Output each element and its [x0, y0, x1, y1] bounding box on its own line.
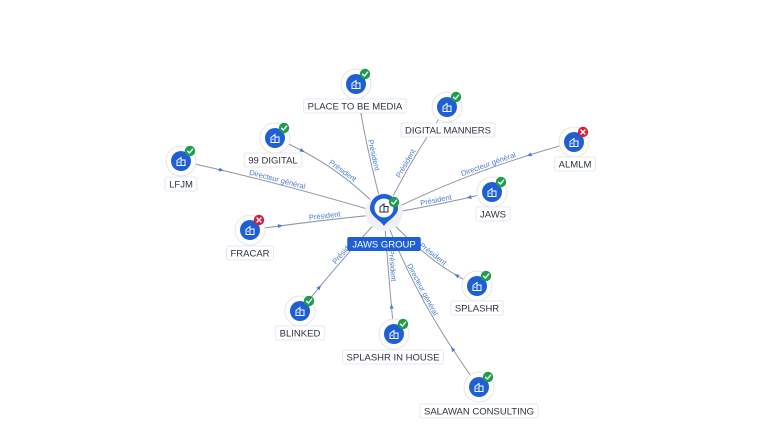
check-icon	[480, 270, 492, 282]
company-icon	[270, 133, 280, 143]
node-label-box	[342, 349, 444, 365]
edge-arrow-jaws	[466, 194, 472, 199]
edge-label-salawan-consulting: Directeur général	[405, 262, 440, 317]
check-icon	[303, 295, 315, 307]
node-digital-manners[interactable]: DIGITAL MANNERS	[400, 91, 496, 138]
edge-label-digital-manners: Président	[394, 147, 418, 180]
node-label: LFJM	[169, 180, 193, 191]
center-label: JAWS GROUP	[352, 240, 416, 251]
node-label-box	[225, 245, 275, 261]
check-icon	[359, 68, 371, 80]
edge-blinked	[299, 213, 385, 312]
node-label-box	[303, 98, 407, 114]
node-label: 99 DIGITAL	[248, 156, 297, 167]
check-icon	[495, 176, 507, 188]
check-icon	[278, 122, 290, 134]
edge-label-splashr: Président	[418, 241, 449, 268]
node-label-box	[275, 325, 325, 341]
company-icon	[245, 225, 255, 235]
node-label-box	[243, 152, 303, 168]
edge-arrow-almlm	[526, 152, 533, 157]
edge-lfjm	[180, 160, 385, 215]
edge-arrow-99-digital	[299, 147, 305, 153]
node-label-box	[419, 403, 539, 419]
company-icon	[569, 137, 579, 147]
edge-arrow-salawan-consulting	[451, 346, 456, 352]
check-icon	[184, 145, 196, 157]
node-label: FRACAR	[230, 249, 269, 260]
company-icon	[176, 156, 186, 166]
edge-almlm	[383, 141, 575, 215]
company-icon	[351, 79, 361, 89]
edge-arrow-blinked	[316, 285, 322, 291]
node-label-box	[475, 206, 511, 222]
company-icon	[389, 329, 399, 339]
company-icon	[472, 281, 482, 291]
node-splashr-in-house[interactable]: SPLASHR IN HOUSE	[342, 318, 444, 365]
center-label-box	[347, 237, 421, 251]
node-label: ALMLM	[559, 160, 592, 171]
company-icon	[379, 203, 389, 213]
node-almlm[interactable]: ALMLM	[554, 126, 596, 172]
node-99-digital[interactable]: 99 DIGITAL	[243, 122, 303, 168]
node-label: BLINKED	[280, 329, 321, 340]
node-place-to-be-media[interactable]: PLACE TO BE MEDIA	[303, 68, 407, 114]
node-salawan-consulting[interactable]: SALAWAN CONSULTING	[419, 371, 539, 419]
check-icon	[388, 196, 400, 208]
node-blinked[interactable]: BLINKED	[275, 295, 325, 341]
edge-label-fracar: Président	[308, 209, 341, 222]
company-icon	[442, 102, 452, 112]
edge-label-place-to-be-media: Président	[366, 139, 382, 173]
cross-icon	[253, 214, 265, 226]
node-label: PLACE TO BE MEDIA	[308, 102, 403, 113]
edge-arrow-fracar	[277, 224, 283, 229]
node-label-box	[554, 156, 596, 172]
edge-label-lfjm: Directeur général	[248, 168, 306, 191]
edge-label-almlm: Directeur général	[460, 150, 517, 178]
node-label: JAWS	[480, 210, 506, 221]
check-icon	[482, 371, 494, 383]
cross-icon	[577, 126, 589, 138]
check-icon	[450, 91, 462, 103]
edge-arrow-lfjm	[218, 167, 224, 172]
node-label-box	[400, 122, 496, 138]
edge-label-splashr-in-house: Président	[387, 249, 399, 282]
node-jaws[interactable]: JAWS	[475, 176, 511, 222]
edge-salawan-consulting	[383, 213, 480, 388]
edge-arrow-splashr-in-house	[389, 303, 394, 309]
company-icon	[295, 306, 305, 316]
center-node[interactable]: JAWS GROUP	[347, 193, 421, 251]
node-lfjm[interactable]: LFJM	[164, 145, 198, 192]
company-icon	[487, 187, 497, 197]
edge-arrow-splashr	[454, 274, 460, 279]
check-icon	[397, 318, 409, 330]
node-label-box	[450, 300, 504, 316]
node-label: DIGITAL MANNERS	[405, 126, 491, 137]
company-icon	[474, 382, 484, 392]
node-label: SPLASHR IN HOUSE	[347, 353, 440, 364]
node-label: SALAWAN CONSULTING	[424, 407, 534, 418]
node-label: SPLASHR	[455, 304, 499, 315]
node-splashr[interactable]: SPLASHR	[450, 270, 504, 316]
node-fracar[interactable]: FRACAR	[225, 214, 275, 261]
edge-label-99-digital: Président	[327, 158, 359, 185]
nodes: PLACE TO BE MEDIA DIGITAL MANNERS 99 DIGIT…	[164, 68, 596, 419]
node-label-box	[164, 176, 198, 192]
